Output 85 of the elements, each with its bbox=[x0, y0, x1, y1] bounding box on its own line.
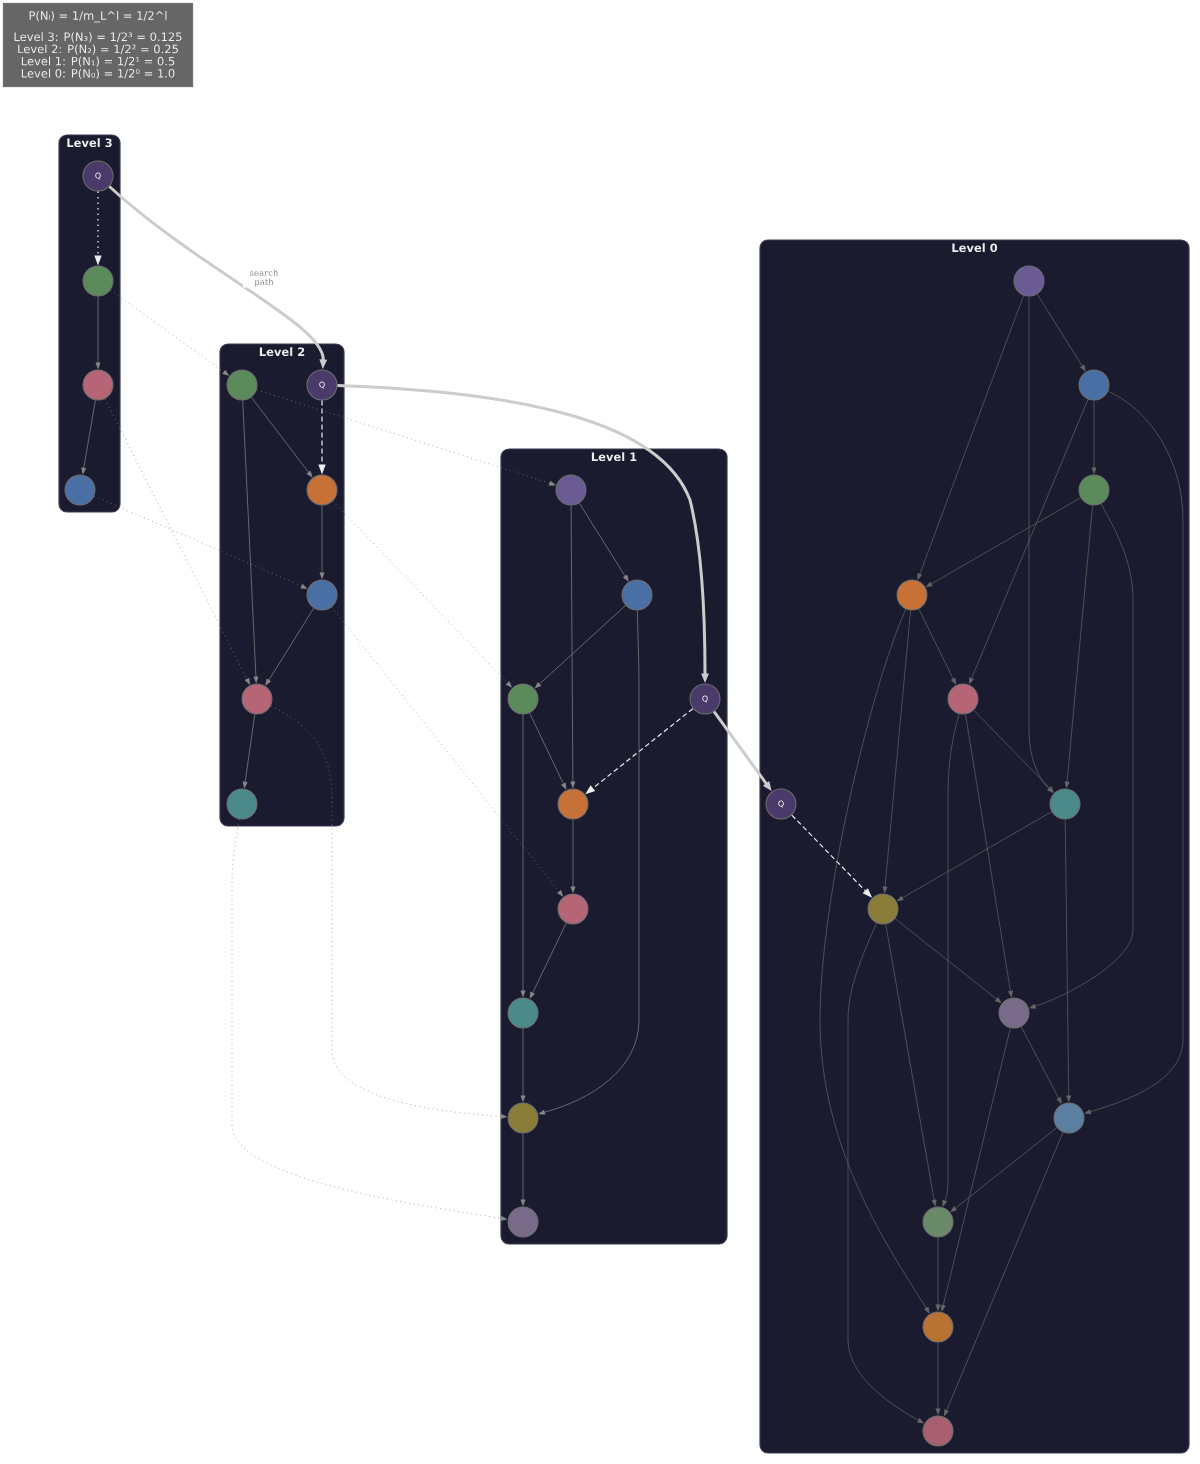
arrow bbox=[942, 713, 960, 1207]
arrow bbox=[242, 714, 256, 788]
arrow bbox=[819, 608, 930, 1314]
arrow bbox=[917, 295, 1024, 580]
graph-node bbox=[306, 474, 338, 506]
arrow bbox=[965, 713, 1013, 998]
arrow bbox=[885, 923, 937, 1207]
arrow bbox=[520, 1028, 526, 1102]
graph-node: Q bbox=[689, 683, 721, 715]
arrow bbox=[529, 922, 567, 999]
arrow bbox=[1020, 1026, 1062, 1104]
arrow bbox=[578, 502, 629, 582]
arrow bbox=[918, 608, 957, 685]
arrow bbox=[570, 819, 576, 893]
graph-node bbox=[241, 683, 273, 715]
graph-node bbox=[922, 1415, 954, 1447]
arrow bbox=[1036, 293, 1086, 372]
arrow bbox=[104, 398, 250, 685]
arrow bbox=[1028, 296, 1054, 793]
arrow bbox=[534, 605, 626, 689]
graph-node bbox=[82, 369, 114, 401]
graph-node bbox=[1053, 1102, 1085, 1134]
arrow bbox=[570, 505, 576, 788]
info-box: P(Nₗ) = 1/m_L^l = 1/2^l Level 3: P(N₃) = 1/2³ = 0.125 Level 2: P(N₂) = 1/2² = 0.25 Level 1: P(N₁) = 1/2¹ = 0.5 Level 0: P(N₀) = 1/2⁰ = 1.0 bbox=[2, 2, 194, 88]
arrow bbox=[935, 1342, 941, 1415]
graph-node bbox=[621, 579, 653, 611]
arrow bbox=[897, 811, 1052, 902]
graph-node bbox=[1013, 265, 1045, 297]
graph-node bbox=[1078, 474, 1110, 506]
arrow bbox=[81, 399, 96, 475]
graph-node bbox=[557, 893, 589, 925]
arrow bbox=[935, 1237, 941, 1311]
graph-node bbox=[557, 788, 589, 820]
graph-node bbox=[226, 788, 258, 820]
arrow bbox=[950, 1127, 1058, 1213]
arrow bbox=[529, 712, 567, 790]
arrow bbox=[894, 918, 1002, 1004]
arrow bbox=[242, 400, 259, 683]
graph-node bbox=[947, 683, 979, 715]
graph-node bbox=[896, 579, 928, 611]
arrow bbox=[847, 922, 924, 1424]
arrow bbox=[882, 610, 911, 893]
graph-node bbox=[922, 1311, 954, 1343]
graph-node bbox=[82, 265, 114, 297]
graph-node: Q bbox=[306, 369, 338, 401]
arrow bbox=[973, 709, 1054, 793]
graph-node bbox=[922, 1206, 954, 1238]
graph-node bbox=[998, 997, 1030, 1029]
arrow bbox=[940, 1027, 1011, 1312]
graph-node bbox=[867, 893, 899, 925]
arrow bbox=[926, 497, 1081, 588]
graph-node bbox=[306, 579, 338, 611]
arrow bbox=[1064, 505, 1093, 788]
arrow bbox=[251, 396, 313, 478]
graph-node bbox=[507, 683, 539, 715]
arrow bbox=[231, 818, 508, 1221]
arrow bbox=[1084, 390, 1184, 1115]
arrow bbox=[256, 389, 556, 486]
arrow bbox=[1029, 503, 1134, 1009]
graph-node bbox=[1049, 788, 1081, 820]
graph-node bbox=[507, 997, 539, 1029]
graph-node: Q bbox=[765, 788, 797, 820]
arrow bbox=[270, 705, 507, 1119]
arrow bbox=[319, 505, 325, 579]
graph-node bbox=[226, 369, 258, 401]
arrow bbox=[520, 714, 526, 997]
arrow bbox=[95, 296, 101, 369]
graph-node bbox=[64, 474, 96, 506]
arrow bbox=[332, 500, 512, 688]
graph-node bbox=[507, 1206, 539, 1238]
graph-node: Q bbox=[82, 160, 114, 192]
arrow bbox=[110, 289, 229, 376]
arrow bbox=[944, 1131, 1064, 1417]
graph-node bbox=[507, 1102, 539, 1134]
arrow bbox=[1064, 819, 1072, 1102]
arrow bbox=[520, 1133, 526, 1206]
arrow bbox=[331, 606, 564, 897]
arrow bbox=[1091, 400, 1097, 474]
graph-node bbox=[1078, 369, 1110, 401]
arrow bbox=[538, 610, 640, 1115]
graph-node bbox=[555, 474, 587, 506]
arrow bbox=[969, 398, 1089, 685]
arrow bbox=[93, 495, 308, 589]
edge-label: search path bbox=[243, 268, 285, 288]
arrow bbox=[265, 607, 315, 686]
